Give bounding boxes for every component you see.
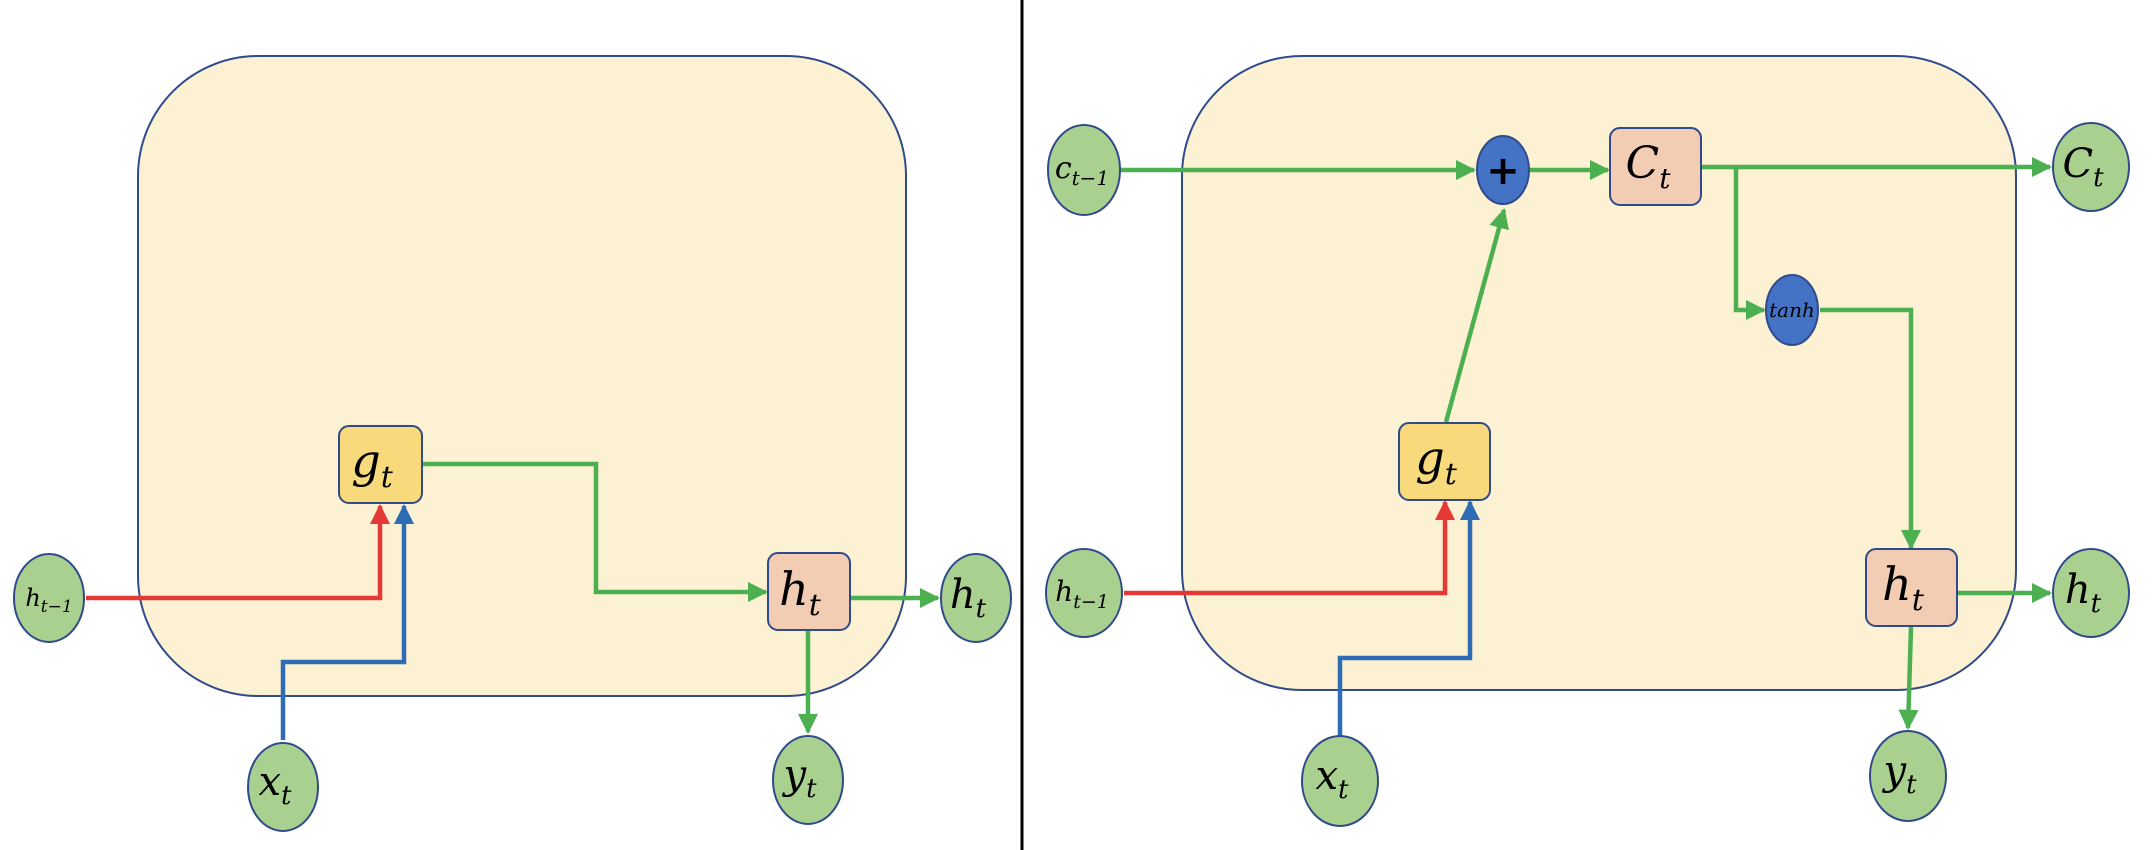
lstm-cout-node: Ct bbox=[2052, 122, 2130, 212]
svg-text:ht: ht bbox=[1882, 557, 1925, 618]
lstm-y-node: yt bbox=[1869, 730, 1947, 822]
rnn-hout-node: ht bbox=[940, 553, 1012, 643]
rnn-cell-box bbox=[137, 55, 907, 697]
rnn-arrow-hprev-to-g bbox=[86, 503, 391, 601]
lstm-cprev-node: ct−1 bbox=[1047, 124, 1121, 216]
svg-text:ht: ht bbox=[2065, 567, 2102, 619]
lstm-hprev-node: ht−1 bbox=[1045, 548, 1123, 638]
lstm-arrow-tanh-to-h bbox=[1820, 307, 1922, 551]
rnn-h-node: ht bbox=[767, 552, 851, 631]
lstm-c-node: Ct bbox=[1609, 127, 1702, 206]
svg-text:Ct: Ct bbox=[1626, 138, 1672, 195]
lstm-plus-node: + bbox=[1476, 135, 1530, 205]
lstm-arrow-g-to-plus bbox=[1443, 208, 1509, 423]
svg-text:gt: gt bbox=[351, 434, 393, 495]
lstm-hout-node: ht bbox=[2052, 548, 2130, 638]
rnn-x-node: xt bbox=[247, 742, 319, 832]
lstm-panel: ct−1 + Ct Ct tanh gt ht−1 ht bbox=[1045, 55, 2130, 827]
lstm-arrow-x-to-g bbox=[1337, 499, 1481, 736]
lstm-arrow-hprev-to-g bbox=[1124, 499, 1456, 596]
lstm-x-node: xt bbox=[1301, 735, 1379, 827]
svg-text:ht: ht bbox=[779, 562, 822, 623]
svg-text:ct−1: ct−1 bbox=[1055, 151, 1109, 190]
svg-text:ht−1: ht−1 bbox=[1055, 575, 1109, 613]
lstm-h-node: ht bbox=[1865, 548, 1958, 627]
svg-text:ht−1: ht−1 bbox=[25, 584, 72, 617]
lstm-arrow-h-to-y bbox=[1898, 626, 1919, 731]
svg-text:yt: yt bbox=[1881, 748, 1917, 800]
lstm-g-node: gt bbox=[1398, 422, 1491, 501]
rnn-panel: ht−1 gt ht ht xt yt bbox=[13, 55, 1012, 832]
svg-text:yt: yt bbox=[781, 752, 817, 804]
rnn-arrow-g-to-h bbox=[423, 461, 769, 603]
svg-text:xt: xt bbox=[1315, 753, 1349, 805]
svg-text:xt: xt bbox=[258, 759, 292, 811]
svg-text:Ct: Ct bbox=[2062, 141, 2104, 193]
rnn-y-node: yt bbox=[772, 735, 844, 825]
lstm-cell-box bbox=[1181, 55, 2017, 691]
rnn-g-node: gt bbox=[338, 425, 423, 504]
lstm-arrow-c-to-tanh bbox=[1733, 167, 1767, 321]
svg-text:gt: gt bbox=[1415, 431, 1457, 492]
svg-text:+: + bbox=[1486, 148, 1520, 194]
rnn-arrow-x-to-g bbox=[280, 503, 415, 740]
svg-text:tanh: tanh bbox=[1769, 298, 1815, 322]
lstm-tanh-node: tanh bbox=[1765, 274, 1819, 346]
svg-text:ht: ht bbox=[950, 572, 987, 624]
rnn-hprev-node: ht−1 bbox=[13, 553, 85, 643]
